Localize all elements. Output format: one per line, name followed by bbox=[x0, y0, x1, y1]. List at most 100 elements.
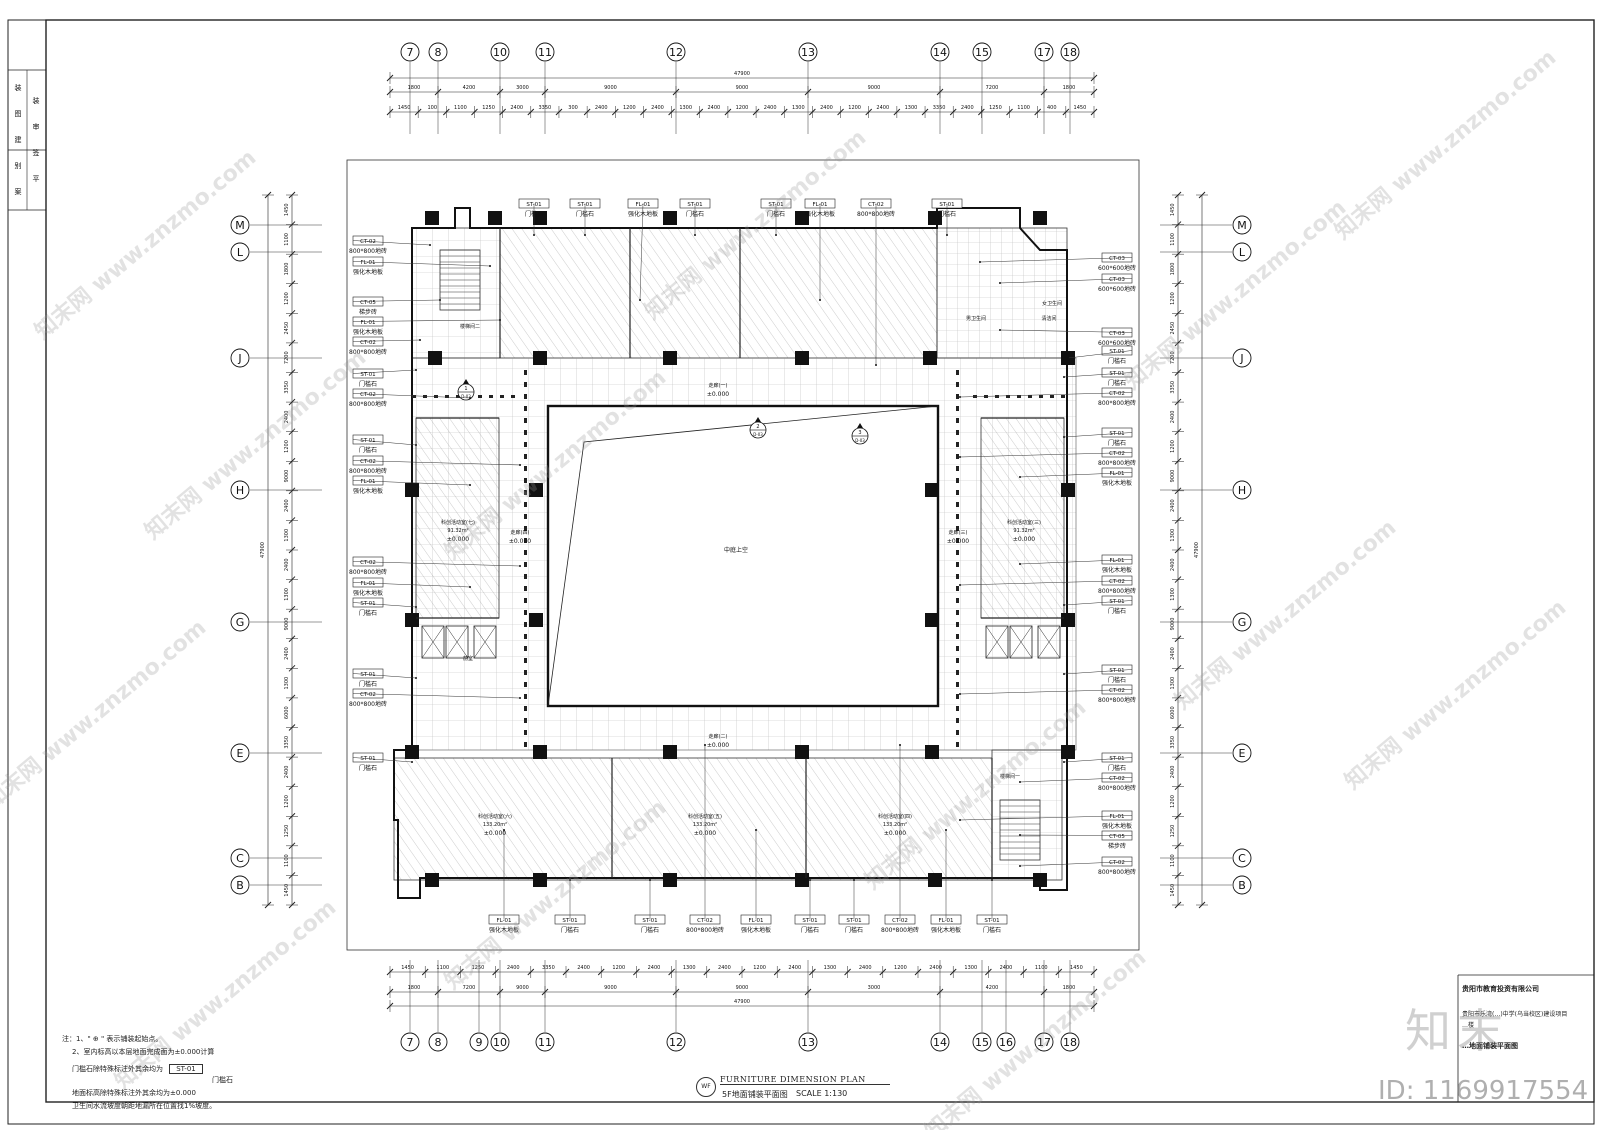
axis-bubble-circle bbox=[230, 612, 250, 632]
tag-leader bbox=[352, 693, 521, 699]
tag-code: ST-01 bbox=[846, 918, 861, 924]
dim-tick bbox=[471, 108, 478, 116]
stair-se-label: 楼梯间一 bbox=[1000, 773, 1020, 780]
tag-desc: 门槛石 bbox=[359, 446, 377, 454]
structural-column bbox=[428, 351, 442, 365]
axis-bubble-label: 7 bbox=[407, 46, 414, 59]
tag-leader-dot bbox=[1063, 673, 1065, 675]
watermark-text: 知末网 www.znzmo.com bbox=[1340, 595, 1571, 795]
dim-label: 3350 bbox=[933, 105, 946, 111]
structural-column bbox=[1061, 745, 1075, 759]
elevator-shaft bbox=[1037, 625, 1061, 659]
railing-post bbox=[956, 382, 959, 387]
tag-leader bbox=[1019, 559, 1133, 565]
elevator-box bbox=[1037, 625, 1061, 659]
dim-tick bbox=[1174, 339, 1182, 347]
section-mark-arrow bbox=[755, 417, 761, 422]
dim-label: 2400 bbox=[1170, 647, 1176, 660]
railing-post bbox=[956, 550, 959, 555]
tag-leader-dot bbox=[959, 396, 961, 398]
left-strip-label: 审 bbox=[33, 122, 40, 131]
room-south-1: 科创活动室(六) bbox=[478, 813, 512, 820]
tag-leader-dot bbox=[999, 329, 1001, 331]
dim-label: 2400 bbox=[876, 105, 889, 111]
tag-code: CT-02 bbox=[360, 340, 376, 346]
tag-leader bbox=[1063, 432, 1133, 438]
elevator-box bbox=[421, 625, 445, 659]
dim-label: 9000 bbox=[516, 985, 529, 991]
tag-code: ST-01 bbox=[642, 918, 657, 924]
dim-label: 2400 bbox=[1170, 499, 1176, 512]
axis-bottom-9: 9 bbox=[469, 1032, 489, 1052]
dim-label: 2400 bbox=[284, 558, 290, 571]
dim-tick bbox=[583, 108, 591, 116]
elevator-shaft bbox=[421, 625, 445, 659]
tag-desc: 800*800地砖 bbox=[1098, 459, 1136, 467]
axis-bubble-circle bbox=[930, 42, 950, 62]
dim-label: 300 bbox=[568, 105, 578, 111]
railing-post bbox=[456, 395, 460, 398]
tag-desc: 门槛石 bbox=[1108, 439, 1126, 447]
tag-leader bbox=[959, 689, 1133, 695]
dim-label: 1200 bbox=[848, 105, 861, 111]
watermark-logo: 知末 bbox=[1405, 1004, 1509, 1058]
dim-tick bbox=[724, 108, 732, 116]
tag-code: CT-02 bbox=[697, 918, 713, 924]
dim-tick bbox=[288, 664, 296, 672]
railing-post bbox=[956, 586, 959, 591]
dim-label: 3350 bbox=[1170, 381, 1176, 394]
tag-leader bbox=[352, 339, 421, 342]
dim-label: 2400 bbox=[859, 965, 872, 971]
structural-column bbox=[925, 483, 939, 497]
structural-column bbox=[795, 351, 809, 365]
axis-left-B: B bbox=[230, 875, 250, 895]
dim-tick bbox=[386, 968, 394, 976]
tag-leader bbox=[1019, 861, 1133, 867]
axis-bubble-circle bbox=[666, 42, 686, 62]
dim-label: 100 bbox=[427, 105, 437, 111]
railing-post bbox=[524, 466, 527, 471]
structural-column bbox=[405, 483, 419, 497]
watermark-id: ID: 1169917554 bbox=[1378, 1076, 1589, 1106]
railing-post bbox=[524, 550, 527, 555]
dim-tick bbox=[386, 74, 394, 82]
railing-post bbox=[524, 562, 527, 567]
railing-post bbox=[524, 454, 527, 459]
axis-bubble-circle bbox=[428, 1032, 448, 1052]
axis-left-C: C bbox=[230, 848, 250, 868]
dim-label: 9000 bbox=[604, 85, 617, 91]
railing-post bbox=[524, 682, 527, 687]
railing-post bbox=[956, 466, 959, 471]
dim-tick bbox=[696, 108, 704, 116]
dim-label: 1450 bbox=[398, 105, 411, 111]
tag-desc: 800*800地砖 bbox=[1098, 784, 1136, 792]
railing-post bbox=[956, 646, 959, 651]
axis-bubble-circle bbox=[1232, 480, 1252, 500]
dim-label: 1450 bbox=[1170, 884, 1176, 897]
dim-label: 1100 bbox=[454, 105, 467, 111]
axis-bubble-circle bbox=[490, 1032, 510, 1052]
dim-label: 3350 bbox=[542, 965, 555, 971]
axis-bubble-label: H bbox=[1238, 484, 1246, 497]
tag-leader bbox=[999, 278, 1133, 284]
dim-label: 1300 bbox=[1170, 529, 1176, 542]
dim-tick bbox=[1090, 988, 1098, 996]
railing-post bbox=[956, 394, 959, 399]
dim-tick bbox=[527, 108, 535, 116]
axis-bubble-label: M bbox=[1237, 219, 1247, 232]
note-line-3: 门槛石除特殊标注外其余均为 ST-01 bbox=[62, 1063, 362, 1076]
exterior-wall bbox=[393, 207, 1068, 899]
tag-leader-dot bbox=[429, 244, 431, 246]
tag-code: CT-02 bbox=[360, 239, 376, 245]
room-east-floor bbox=[980, 417, 1065, 619]
railing-post bbox=[489, 395, 493, 398]
tag-leader-dot bbox=[1067, 357, 1069, 359]
axis-bottom-13: 13 bbox=[798, 1032, 818, 1052]
tag-leader bbox=[352, 561, 521, 567]
axis-bubble-circle bbox=[1232, 215, 1252, 235]
axis-top-13: 13 bbox=[798, 42, 818, 62]
